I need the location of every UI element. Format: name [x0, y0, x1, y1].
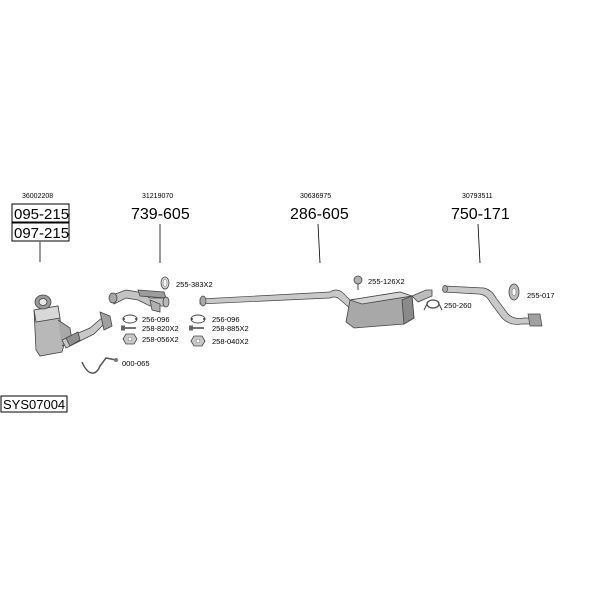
- part-number-250-260[interactable]: 250-260: [444, 301, 472, 310]
- part-number-000-065[interactable]: 000-065: [122, 359, 150, 368]
- clamp-icon[interactable]: [423, 299, 443, 311]
- oe-number-36002208: 36002208: [22, 193, 53, 200]
- part-number-739-605[interactable]: 739-605: [131, 206, 190, 223]
- tail-pipe-drawing[interactable]: [442, 285, 543, 327]
- catalytic-converter-drawing[interactable]: [33, 294, 113, 357]
- rear-muffler-drawing[interactable]: [345, 289, 433, 329]
- middle-pipe-drawing[interactable]: [199, 289, 357, 311]
- part-number-095-215[interactable]: 095-215: [14, 206, 69, 223]
- sensor-cable-drawing: [81, 357, 117, 374]
- part-box-095-215[interactable]: [11, 203, 70, 223]
- system-code-box: [0, 395, 68, 413]
- gasket-icon[interactable]: [122, 314, 138, 324]
- part-number-286-605[interactable]: 286-605: [290, 206, 349, 223]
- part-number-097-215[interactable]: 097-215: [14, 225, 69, 242]
- sensor-plug-icon: [114, 358, 118, 362]
- oe-number-30793511: 30793511: [462, 193, 493, 200]
- part-number-258-885X2[interactable]: 258-885X2: [212, 324, 249, 333]
- nut-icon[interactable]: [190, 335, 206, 347]
- oe-number-31219070: 31219070: [142, 193, 173, 200]
- oe-number-30636975: 30636975: [300, 193, 331, 200]
- system-code: SYS07004: [3, 397, 65, 412]
- bolt-icon[interactable]: [121, 325, 136, 331]
- rubber-hanger-icon[interactable]: [508, 283, 520, 301]
- part-number-255-383X2[interactable]: 255-383X2: [176, 280, 213, 289]
- part-number-750-171[interactable]: 750-171: [451, 206, 510, 223]
- part-number-256-096-a[interactable]: 256-096: [142, 315, 170, 324]
- part-box-097-215[interactable]: [11, 222, 70, 242]
- part-number-255-126X2[interactable]: 255-126X2: [368, 277, 405, 286]
- part-number-256-096-b[interactable]: 256-096: [212, 315, 240, 324]
- leader-lines: [39, 223, 481, 264]
- front-pipe-drawing[interactable]: [108, 289, 170, 313]
- part-number-258-040X2[interactable]: 258-040X2: [212, 337, 249, 346]
- gasket-icon[interactable]: [190, 314, 206, 324]
- nut-icon[interactable]: [122, 333, 138, 345]
- gasket-icon[interactable]: [160, 276, 170, 290]
- part-number-255-017[interactable]: 255-017: [527, 291, 555, 300]
- bolt-icon[interactable]: [189, 325, 204, 331]
- part-number-258-056X2[interactable]: 258-056X2: [142, 335, 179, 344]
- hanger-icon[interactable]: [353, 275, 363, 290]
- part-number-258-820X2[interactable]: 258-820X2: [142, 324, 179, 333]
